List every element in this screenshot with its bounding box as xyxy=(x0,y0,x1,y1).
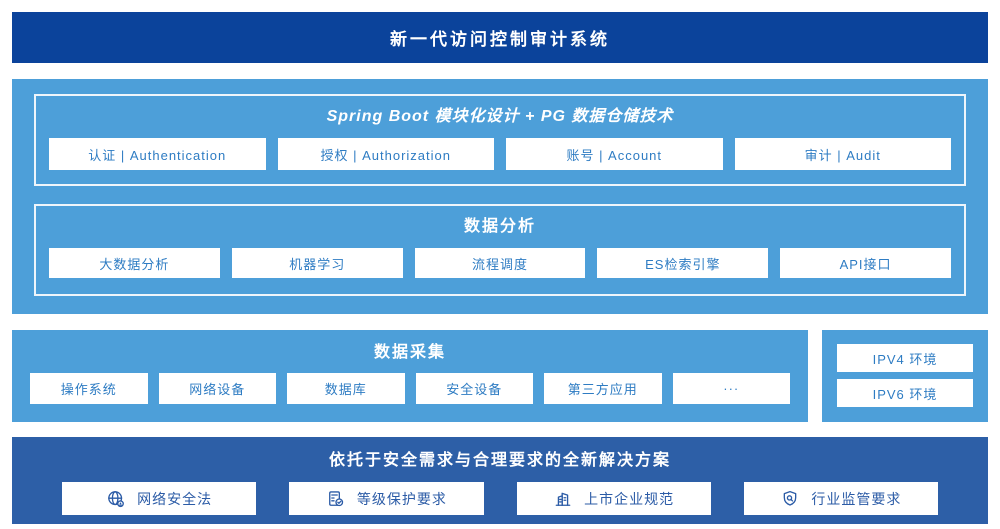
platform-section: Spring Boot 模块化设计 + PG 数据仓储技术 认证 | Authe… xyxy=(12,79,988,314)
data-analysis-title: 数据分析 xyxy=(463,218,536,235)
analysis-button-es[interactable]: ES检索引擎 xyxy=(597,248,769,278)
collection-button-row: 操作系统 网络设备 数据库 安全设备 第三方应用 ··· xyxy=(30,373,790,404)
solution-button-label: 上市企业规范 xyxy=(584,490,675,507)
module-button-authentication[interactable]: 认证 | Authentication xyxy=(49,138,266,170)
document-check-icon xyxy=(326,489,346,509)
analysis-button-row: 大数据分析 机器学习 流程调度 ES检索引擎 API接口 xyxy=(49,248,951,278)
analysis-button-scheduling[interactable]: 流程调度 xyxy=(414,248,586,278)
springboot-modules-title: Spring Boot 模块化设计 + PG 数据仓储技术 xyxy=(326,108,674,125)
solution-button-cybersecurity-law[interactable]: 网络安全法 xyxy=(62,482,257,515)
collection-button-security-device[interactable]: 安全设备 xyxy=(415,373,533,404)
env-button-ipv6[interactable]: IPV6 环境 xyxy=(837,379,973,407)
springboot-modules-box: Spring Boot 模块化设计 + PG 数据仓储技术 认证 | Authe… xyxy=(34,94,966,186)
solution-button-classified-protection[interactable]: 等级保护要求 xyxy=(289,482,484,515)
solution-title: 依托于安全需求与合理要求的全新解决方案 xyxy=(328,452,671,469)
collection-button-database[interactable]: 数据库 xyxy=(287,373,405,404)
data-collection-section: 数据采集 操作系统 网络设备 数据库 安全设备 第三方应用 ··· xyxy=(12,330,808,422)
network-env-box: IPV4 环境 IPV6 环境 xyxy=(822,330,988,422)
solution-button-label: 网络安全法 xyxy=(137,490,213,507)
module-button-audit[interactable]: 审计 | Audit xyxy=(734,138,951,170)
module-button-authorization[interactable]: 授权 | Authorization xyxy=(277,138,494,170)
collection-button-os[interactable]: 操作系统 xyxy=(30,373,148,404)
solution-button-listed-company[interactable]: 上市企业规范 xyxy=(516,482,711,515)
building-icon xyxy=(553,489,573,509)
collection-button-network-device[interactable]: 网络设备 xyxy=(158,373,276,404)
solution-button-industry-regulation[interactable]: 行业监管要求 xyxy=(743,482,938,515)
modules-button-row: 认证 | Authentication 授权 | Authorization 账… xyxy=(49,138,951,170)
solution-button-label: 等级保护要求 xyxy=(356,490,447,507)
solution-section: 依托于安全需求与合理要求的全新解决方案 网络安全法 xyxy=(12,437,988,524)
globe-pin-icon xyxy=(106,489,126,509)
shield-search-icon xyxy=(780,489,800,509)
env-button-ipv4[interactable]: IPV4 环境 xyxy=(837,344,973,372)
solution-button-row: 网络安全法 等级保护要求 xyxy=(62,482,938,515)
data-analysis-box: 数据分析 大数据分析 机器学习 流程调度 ES检索引擎 API接口 xyxy=(34,204,966,296)
middle-row: 数据采集 操作系统 网络设备 数据库 安全设备 第三方应用 ··· IPV4 环… xyxy=(12,330,988,422)
analysis-button-ml[interactable]: 机器学习 xyxy=(231,248,403,278)
module-button-account[interactable]: 账号 | Account xyxy=(506,138,723,170)
analysis-button-api[interactable]: API接口 xyxy=(780,248,951,278)
page-title: 新一代访问控制审计系统 xyxy=(12,12,988,63)
analysis-button-bigdata[interactable]: 大数据分析 xyxy=(49,248,220,278)
data-collection-title: 数据采集 xyxy=(373,344,446,361)
solution-button-label: 行业监管要求 xyxy=(811,490,902,507)
collection-button-thirdparty[interactable]: 第三方应用 xyxy=(544,373,662,404)
collection-button-more[interactable]: ··· xyxy=(672,373,790,404)
